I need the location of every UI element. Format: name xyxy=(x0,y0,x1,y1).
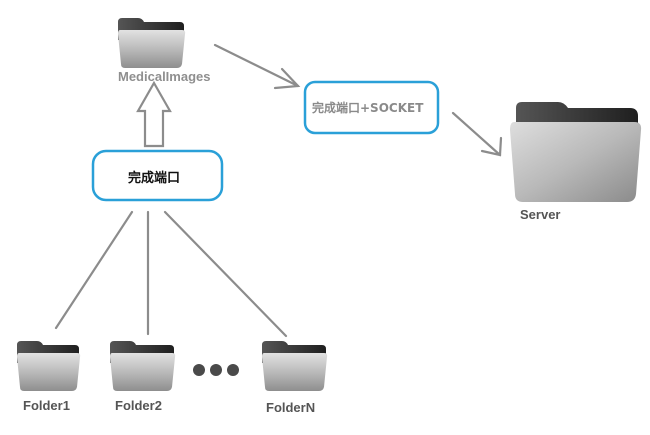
complete-port-socket-box xyxy=(303,80,440,135)
complete-port-socket-text: 完成端口+SOCKET xyxy=(312,101,424,115)
folder2-label: Folder2 xyxy=(115,398,162,413)
connector-socket-to-server xyxy=(451,111,502,157)
complete-port-box xyxy=(91,149,224,202)
folder1-label: Folder1 xyxy=(23,398,70,413)
folderN-label: FolderN xyxy=(266,400,316,415)
medical-images-label: MedicalImages xyxy=(118,69,211,84)
connector-medical-to-socket xyxy=(213,43,300,88)
folder-icon xyxy=(110,341,176,391)
arrowhead-socket xyxy=(273,67,301,90)
server-label: Server xyxy=(520,207,561,222)
connector-folderN xyxy=(163,210,288,338)
hollow-up-arrow-icon xyxy=(136,80,172,148)
folder-icon xyxy=(510,102,642,202)
connector-folder1 xyxy=(54,210,134,330)
complete-port-text: 完成端口 xyxy=(128,171,181,186)
folder-icon xyxy=(17,341,81,391)
folder-icon xyxy=(262,341,328,391)
folder-icon xyxy=(118,18,186,68)
arrowhead-server xyxy=(480,136,503,157)
ellipsis-dots-icon xyxy=(193,364,239,376)
connectors xyxy=(54,43,503,338)
